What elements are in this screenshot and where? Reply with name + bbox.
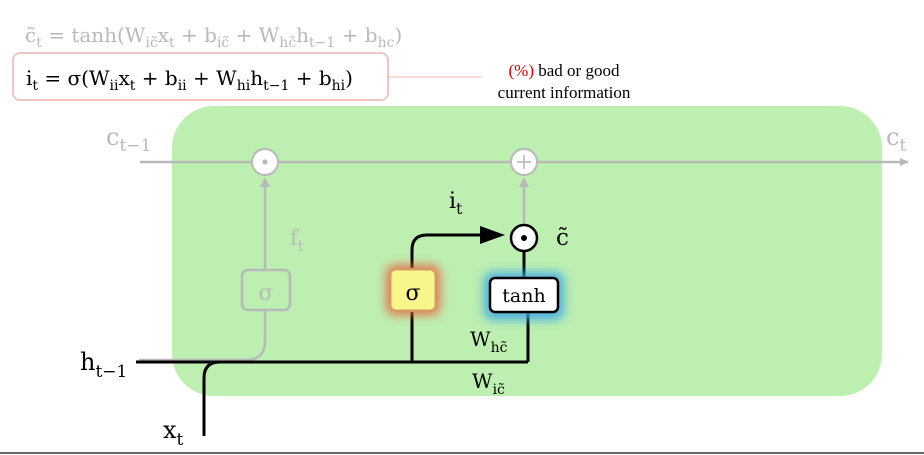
input-multiply-dot: [521, 235, 527, 241]
x-label: xt: [163, 416, 184, 450]
h-prev-label: ht−1: [80, 348, 127, 382]
c-prev-label: ct−1: [106, 123, 151, 156]
i-label: it: [449, 189, 463, 218]
it-arrow-head-icon: [480, 226, 505, 244]
forget-sigma-label: σ: [258, 281, 273, 306]
forget-multiply-dot: [262, 159, 268, 165]
forget-sigma-box: [240, 268, 292, 312]
x-input-path: [202, 360, 528, 436]
sigma-to-multiply-path: [410, 233, 482, 268]
ctilde-label: c̃: [556, 225, 569, 251]
forget-input-path: [139, 310, 267, 362]
annotation-line-2: current information: [498, 83, 631, 102]
w-hc-label: Whc̃: [470, 327, 508, 356]
input-sigma-label: σ: [405, 281, 420, 306]
c-next-label: ct: [886, 123, 906, 156]
annotation-line-1: (%) bad or good: [509, 61, 620, 80]
input-sigma-box: [390, 269, 436, 311]
f-label: ft: [290, 226, 304, 255]
tanh-box: [488, 276, 560, 314]
ctilde-equation: c̃t = tanh(Wic̃xt + bic̃ + Whc̃ht−1 + bh…: [25, 23, 402, 51]
w-ic-label: Wic̃: [472, 369, 505, 398]
it-equation: it = σ(Wiixt + bii + Whiht−1 + bhi): [26, 66, 353, 94]
tanh-label: tanh: [502, 285, 545, 307]
